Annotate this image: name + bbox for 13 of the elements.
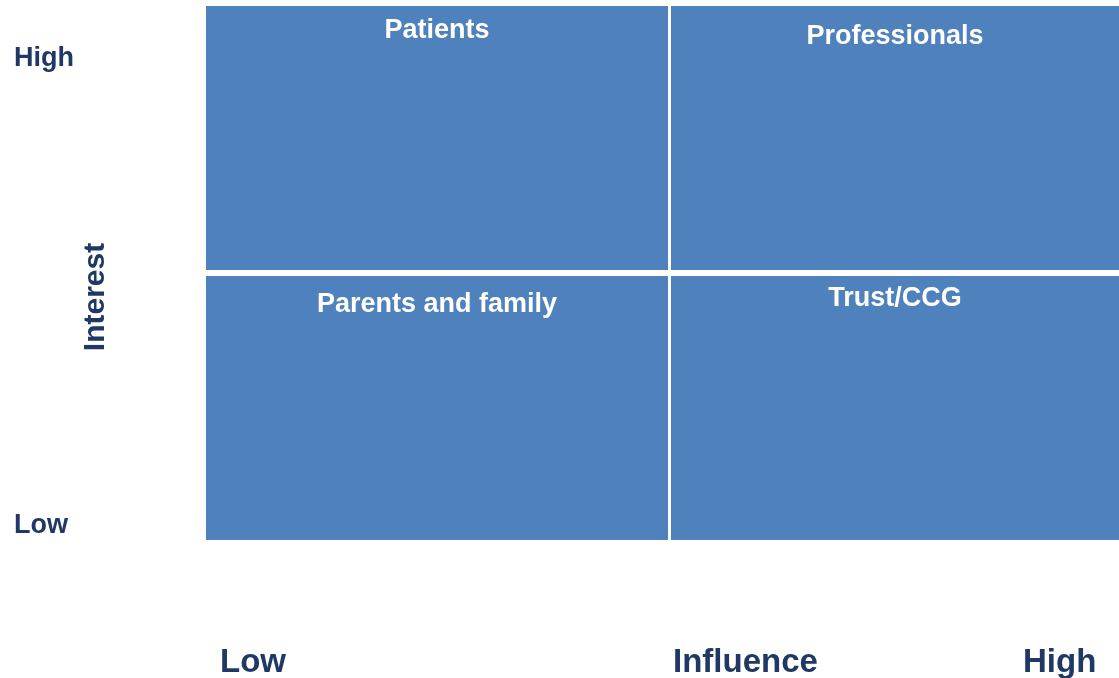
- axis-title: Influence: [673, 642, 818, 678]
- axis-title: Interest: [77, 242, 112, 352]
- quadrant-title: Trust/CCG: [827, 282, 963, 313]
- quadrant-box: [671, 6, 1119, 270]
- axis-tick-label: Low: [14, 509, 68, 540]
- quadrant-title: Professionals: [805, 20, 985, 51]
- quadrant-title: Patients: [383, 14, 491, 45]
- quadrant-box: [206, 6, 668, 270]
- quadrant-title: Parents and family: [315, 288, 559, 319]
- axis-tick-label: Low: [220, 642, 286, 678]
- quadrant-box: [206, 276, 668, 540]
- quadrant-box: [671, 276, 1119, 540]
- axis-tick-label: High: [14, 42, 74, 73]
